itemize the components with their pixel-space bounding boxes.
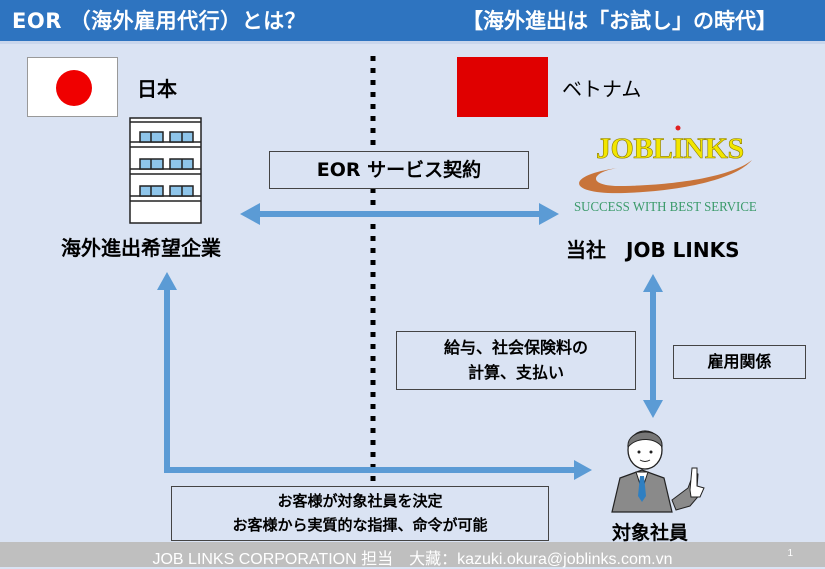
logo-tagline: SUCCESS WITH BEST SERVICE xyxy=(574,200,757,215)
payroll-line-1: 給与、社会保険料の xyxy=(443,338,588,357)
employment-arrow xyxy=(643,274,663,418)
instruction-arrow xyxy=(157,272,592,480)
vietnam-label: ベトナム xyxy=(562,77,642,101)
client-control-box: お客様が対象社員を決定 お客様から実質的な指揮、命令が可能 xyxy=(171,486,549,541)
japan-flag-icon xyxy=(27,57,118,117)
japan-label: 日本 xyxy=(137,77,177,101)
payroll-box: 給与、社会保険料の 計算、支払い xyxy=(396,331,636,390)
slide-title: EOR （海外雇用代行）とは？ xyxy=(12,9,307,33)
contract-box: EOR サービス契約 xyxy=(269,151,529,189)
building-icon xyxy=(129,117,202,224)
payroll-line-2: 計算、支払い xyxy=(467,363,564,382)
employee-person-icon xyxy=(611,430,705,513)
page-number: 1 xyxy=(787,548,793,559)
title-bar: EOR （海外雇用代行）とは？ 【海外進出は「お試し」の時代】 xyxy=(0,0,825,44)
client-company-label: 海外進出希望企業 xyxy=(61,236,221,260)
logo-dot xyxy=(675,125,681,131)
client-control-line-2: お客様から実質的な指揮、命令が可能 xyxy=(232,516,488,534)
footer-bar: JOB LINKS CORPORATION 担当 大藏：kazuki.okura… xyxy=(0,542,825,568)
slide-subtitle: 【海外進出は「お試し」の時代】 xyxy=(462,9,777,33)
footer-contact: JOB LINKS CORPORATION 担当 大藏：kazuki.okura… xyxy=(152,551,673,568)
employment-box: 雇用関係 xyxy=(673,345,806,379)
employee-label: 対象社員 xyxy=(612,522,689,544)
contract-arrow xyxy=(240,203,559,225)
contract-label: EOR サービス契約 xyxy=(316,159,482,181)
logo-swoosh xyxy=(579,160,752,194)
joblinks-logo: JOBLINKS xyxy=(596,132,745,166)
joblinks-company-label: 当社 JOB LINKS xyxy=(566,238,740,262)
client-control-line-1: お客様が対象社員を決定 xyxy=(277,492,443,510)
vietnam-flag-icon xyxy=(457,57,548,117)
employment-label: 雇用関係 xyxy=(707,352,772,371)
